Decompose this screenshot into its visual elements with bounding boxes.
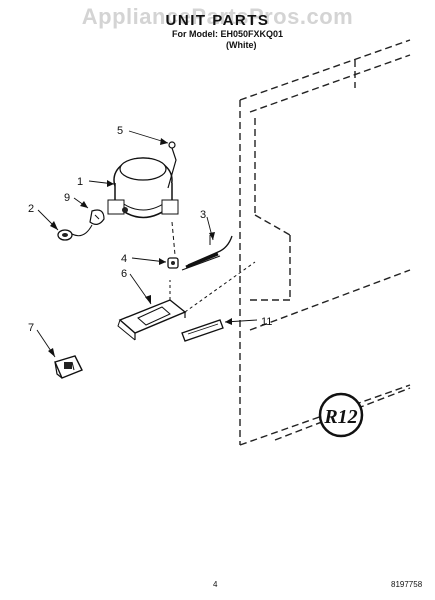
part-11-strip bbox=[181, 319, 224, 342]
part-2-grommet bbox=[57, 224, 93, 241]
callout-1: 1 bbox=[77, 176, 83, 188]
page-number: 4 bbox=[213, 580, 218, 589]
part-7-relay bbox=[54, 355, 83, 379]
compressor bbox=[107, 147, 179, 256]
part-3-drier bbox=[181, 235, 233, 271]
callout-5: 5 bbox=[117, 125, 123, 137]
badge-label: R12 bbox=[323, 406, 357, 428]
callout-7: 7 bbox=[28, 322, 34, 334]
callout-4: 4 bbox=[121, 253, 127, 265]
part-4-nut bbox=[167, 257, 179, 269]
part-5-fitting bbox=[168, 141, 176, 149]
cabinet-outline bbox=[239, 39, 411, 446]
refrigerant-badge: R12 bbox=[318, 392, 364, 438]
watermark: AppliancePartsPros.com bbox=[81, 4, 354, 29]
callout-6: 6 bbox=[121, 268, 127, 280]
model-subtitle: For Model: EH050FXKQ01 bbox=[172, 29, 284, 39]
document-id: 8197758 bbox=[391, 580, 423, 589]
page-title: UNIT PARTS bbox=[165, 12, 270, 29]
color-note: (White) bbox=[226, 40, 257, 50]
part-6-base-bracket bbox=[117, 261, 256, 341]
arrow-heads bbox=[48, 138, 232, 357]
callout-9: 9 bbox=[64, 192, 70, 204]
callout-11: 11 bbox=[261, 316, 272, 328]
callout-3: 3 bbox=[200, 209, 206, 221]
callout-2: 2 bbox=[28, 203, 34, 215]
part-9-overload bbox=[89, 209, 105, 225]
